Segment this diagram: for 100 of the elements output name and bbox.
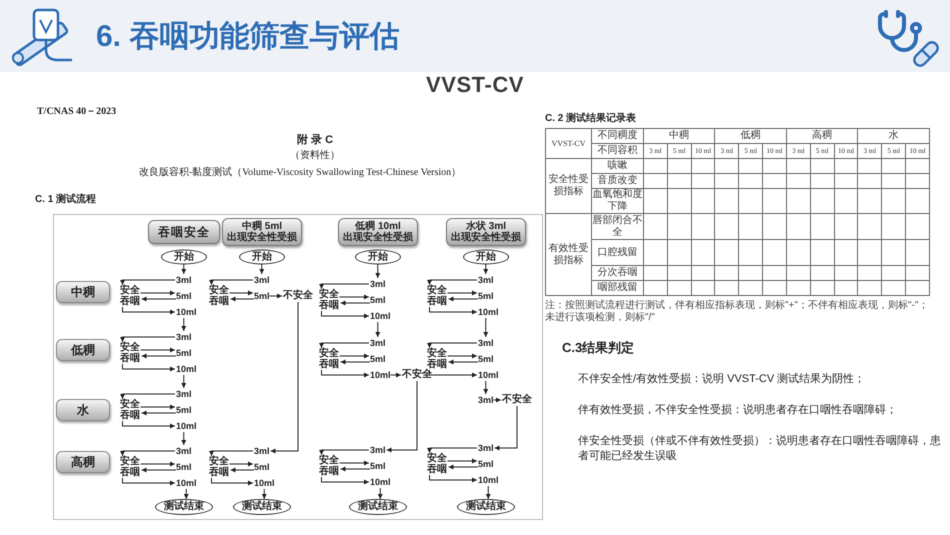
arrow	[319, 284, 370, 290]
volume-label: 5ml	[176, 347, 192, 359]
arrow	[120, 450, 176, 456]
arrow	[486, 486, 491, 500]
volume-label: 10ml	[370, 369, 391, 381]
volume-label: 5ml	[176, 404, 192, 416]
arrow	[259, 264, 264, 274]
arrow	[339, 460, 370, 466]
arrow	[141, 410, 176, 416]
volume-label: 10ml	[176, 306, 197, 318]
outcome-label: 不安全	[283, 290, 313, 302]
row-header: 唇部闭合不全	[592, 214, 644, 240]
arrow	[229, 290, 254, 296]
volume-label: 5ml	[478, 353, 494, 365]
volume-label: 5ml	[254, 461, 270, 473]
row-header: 分次吞咽	[592, 266, 644, 280]
volume-label: 10ml	[370, 310, 391, 322]
column-header: 高稠	[786, 128, 858, 144]
consistency-label-box: 中稠	[56, 281, 110, 303]
arrow	[269, 294, 282, 298]
volume-label: 5ml	[478, 458, 494, 470]
arrow	[140, 404, 176, 410]
volume-label: 5ml	[254, 290, 270, 302]
arrow	[447, 458, 478, 464]
arrow	[181, 432, 186, 446]
arrow	[229, 462, 254, 466]
arrow	[447, 354, 478, 358]
consistency-label-box: 水	[56, 399, 110, 421]
row-header: 咽部残留	[592, 280, 644, 296]
volume-label: 10ml	[176, 477, 197, 489]
volume-label: 3ml	[478, 394, 494, 406]
end-oval: 测试结束	[233, 499, 291, 515]
consistency-label-box: 高稠	[56, 451, 110, 473]
arrow	[122, 306, 176, 314]
arrow	[230, 468, 254, 472]
row-group-header: 有效性受损指标	[546, 214, 592, 296]
end-oval: 测试结束	[457, 499, 515, 515]
condition-header-box: 水状 3ml 出现安全性受损	[446, 218, 526, 246]
start-oval: 开始	[239, 250, 285, 264]
row-header: 不同稠度	[592, 128, 644, 144]
arrow	[483, 264, 488, 274]
arrow	[340, 300, 370, 306]
arrow	[120, 280, 176, 286]
row-header: 不同容积	[592, 144, 644, 158]
arrow	[375, 264, 380, 278]
outcome-label: 安全吞咽	[120, 456, 140, 478]
row-header: 口腔残留	[592, 240, 644, 266]
arrow	[340, 360, 370, 364]
volume-label: 10ml	[254, 477, 275, 489]
volume-label: 10ml	[478, 474, 499, 486]
start-oval: 开始	[463, 250, 509, 264]
table-corner-header: VVST-CV	[546, 128, 592, 158]
arrow	[141, 296, 176, 302]
outcome-label: 安全吞咽	[120, 399, 140, 421]
arrow	[181, 374, 186, 388]
volume-label: 5ml	[370, 460, 386, 472]
outcome-label: 安全吞咽	[120, 342, 140, 364]
arrow	[319, 342, 370, 348]
arrow	[122, 364, 176, 372]
volume-label: 3ml	[176, 274, 192, 286]
start-oval: 开始	[355, 250, 401, 264]
outcome-label: 安全吞咽	[318, 348, 340, 370]
volume-label: 5ml	[176, 461, 192, 473]
volume-label: 10ml	[176, 363, 197, 375]
arrow	[209, 450, 254, 456]
arrow	[140, 462, 176, 466]
section-heading: C.3结果判定	[562, 339, 634, 357]
end-oval: 测试结束	[349, 499, 407, 515]
arrow	[209, 280, 254, 286]
start-oval: 开始	[161, 250, 207, 264]
arrow	[122, 420, 176, 428]
arrow	[427, 448, 478, 454]
end-oval: 测试结束	[155, 499, 213, 515]
arrow	[448, 464, 478, 470]
appendix-heading: 附 录 C	[296, 133, 334, 148]
volume-label: 10ml	[370, 476, 391, 488]
arrow	[339, 294, 370, 300]
arrow	[427, 280, 478, 286]
volume-label: 3ml	[176, 388, 192, 400]
result-statement: 伴有效性受损，不伴安全性受损：说明患者存在口咽性吞咽障碍；	[578, 403, 898, 418]
arrow	[122, 478, 176, 486]
volume-label: 5ml	[370, 353, 386, 365]
outcome-label: 安全吞咽	[208, 456, 230, 478]
condition-header-box: 吞咽安全	[148, 220, 220, 244]
arrow	[140, 290, 176, 296]
arrow	[493, 398, 502, 402]
arrow	[339, 354, 370, 358]
result-statement: 伴安全性受损（伴或不伴有效性受损）：说明患者存在口咽性吞咽障碍，患者可能已经发生误吸	[578, 434, 942, 464]
row-group-header: 安全性受损指标	[546, 158, 592, 214]
arrow	[483, 318, 488, 338]
volume-label: 3ml	[370, 337, 386, 349]
appendix-note: （资料性）	[290, 148, 340, 163]
result-statement: 不伴安全性/有效性受损：说明 VVST-CV 测试结果为阴性；	[578, 372, 866, 387]
arrow	[429, 306, 478, 314]
outcome-label: 安全吞咽	[426, 348, 448, 370]
volume-label: 10ml	[478, 306, 499, 318]
arrow	[321, 370, 370, 378]
volume-label: 3ml	[478, 337, 494, 349]
appendix-title: 改良版容积-黏度测试（Volume-Viscosity Swallowing Test-Chinese Version）	[138, 166, 462, 180]
outcome-label: 安全吞咽	[318, 289, 340, 311]
